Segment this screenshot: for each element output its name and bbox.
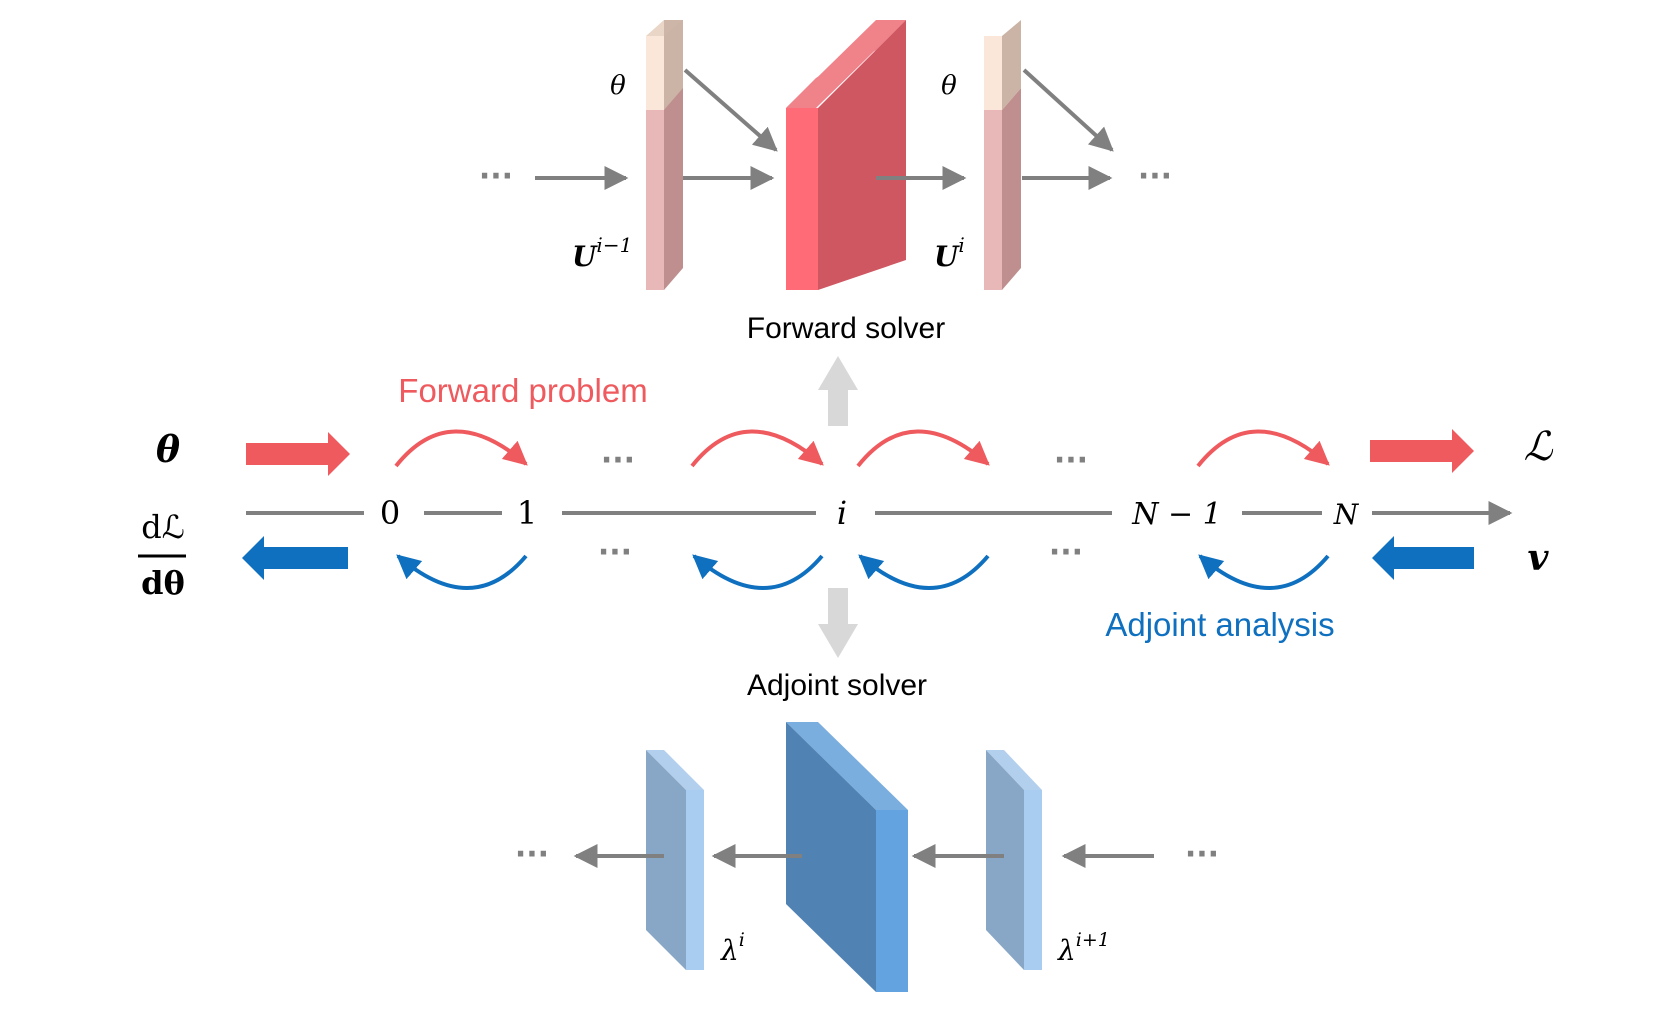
input-theta-symbol: θ: [156, 429, 180, 471]
adjoint-solver-panel: Adjoint solver ··· ··· λi: [515, 669, 1219, 992]
adjoint-solver-label: Adjoint solver: [747, 669, 927, 702]
forward-state-curr-base: U: [934, 240, 960, 273]
adjoint-step-arrow-from-n: [1198, 554, 1330, 590]
forward-step-arrow-0-1: [394, 429, 528, 468]
adjoint-solver-block: [786, 722, 908, 992]
forward-ellipsis-left: ···: [479, 159, 513, 194]
ellipsis-bottom-2: ···: [1049, 535, 1083, 570]
output-v-symbol: v: [1528, 537, 1550, 579]
input-theta-arrow: [246, 432, 350, 476]
forward-solver-block: [786, 20, 906, 290]
forward-step-arrow-to-i: [690, 429, 824, 468]
node-0: 0: [380, 494, 400, 532]
lambda-left-label: λi: [720, 929, 745, 967]
gradient-numerator: dℒ: [141, 508, 185, 546]
adjoint-step-arrow-to-i: [692, 554, 824, 590]
forward-step-arrow-to-n: [1196, 429, 1330, 468]
forward-arrow-theta-out: [1022, 68, 1114, 152]
adjoint-step-arrow-from-i: [858, 554, 990, 590]
main-flow: Forward problem Adjoint analysis 0 1 i: [138, 372, 1554, 643]
adjoint-analysis-label: Adjoint analysis: [1105, 606, 1334, 643]
connector-arrow-up: [818, 356, 858, 426]
node-i: i: [837, 494, 847, 532]
forward-arrow-theta-to-solver: [683, 68, 778, 152]
adjoint-ellipsis-right: ···: [1185, 837, 1219, 872]
adjoint-state-plate-right: [986, 750, 1042, 970]
ellipsis-top-1: ···: [601, 443, 635, 478]
lambda-right-label: λi+1: [1057, 929, 1110, 967]
forward-theta-right-label: θ: [941, 71, 957, 101]
output-loss-symbol: ℒ: [1524, 424, 1554, 470]
ellipsis-bottom-1: ···: [598, 535, 632, 570]
lambda-right-base: λ: [1057, 934, 1076, 967]
output-loss-arrow: [1370, 429, 1474, 473]
forward-state-plate-curr: [984, 20, 1021, 290]
forward-state-prev-base: U: [572, 240, 598, 273]
forward-problem-label: Forward problem: [398, 372, 647, 409]
forward-theta-left-label: θ: [610, 71, 626, 101]
forward-state-prev-label: Ui−1: [572, 233, 632, 273]
forward-state-curr-sup: i: [958, 233, 964, 257]
lambda-left-base: λ: [720, 934, 739, 967]
ellipsis-top-2: ···: [1054, 443, 1088, 478]
adjoint-step-arrow-1-0: [396, 554, 528, 590]
gradient-arrow: [242, 536, 348, 580]
forward-solver-label: Forward solver: [747, 312, 945, 345]
forward-state-curr-label: Ui: [934, 233, 965, 273]
forward-ellipsis-right: ···: [1138, 159, 1172, 194]
adjoint-ellipsis-left: ···: [515, 837, 549, 872]
connector-arrow-down: [818, 588, 858, 658]
lambda-right-sup: i+1: [1076, 929, 1110, 951]
node-n-minus-1: N − 1: [1131, 497, 1222, 532]
adjoint-state-plate-left: [646, 750, 704, 970]
forward-state-plate-prev: [646, 20, 683, 290]
forward-solver-panel: ··· ··· θ θ Ui−1 Ui Forward solver: [479, 20, 1172, 345]
lambda-left-sup: i: [739, 929, 745, 951]
forward-step-arrow-from-i: [856, 429, 990, 468]
node-n: N: [1333, 498, 1360, 531]
node-1: 1: [517, 494, 537, 532]
forward-state-prev-sup: i−1: [596, 233, 632, 257]
gradient-denominator: dθ: [141, 564, 185, 602]
gradient-fraction: dℒ dθ: [138, 508, 186, 602]
input-v-arrow: [1372, 536, 1474, 580]
